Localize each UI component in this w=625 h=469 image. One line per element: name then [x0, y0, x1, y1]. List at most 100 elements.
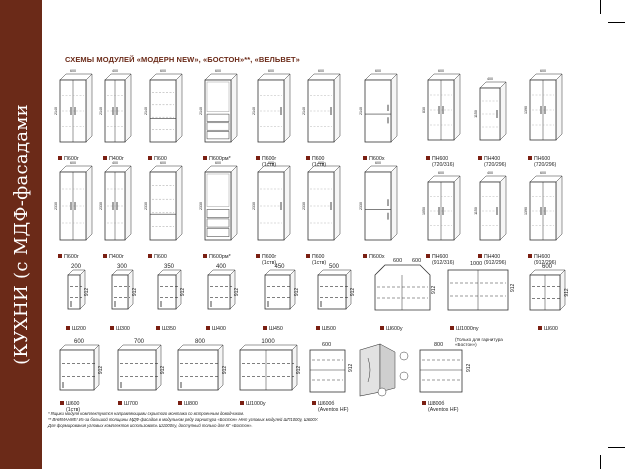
svg-text:300: 300 [117, 264, 128, 270]
row2-label-5: П600г(1ств) [256, 254, 276, 266]
svg-text:600: 600 [70, 69, 76, 73]
svg-text:912: 912 [348, 363, 354, 372]
svg-text:600: 600 [375, 69, 381, 73]
footnote-3: Для формирования угловых комплектов испо… [48, 423, 253, 428]
svg-text:600: 600 [393, 258, 402, 264]
svg-text:П600г: П600г [64, 156, 79, 162]
svg-text:П600х: П600х [369, 254, 385, 260]
crop-mark [608, 447, 625, 448]
row3-label-8: Ш1000пу [450, 326, 479, 332]
svg-text:Ш700: Ш700 [124, 401, 138, 407]
cabinet-sh600b [309, 343, 409, 397]
svg-text:2330: 2330 [99, 202, 103, 210]
cabinet-7: 600 2140 [359, 69, 398, 143]
row2-label-10: ПН600(912/296) [528, 254, 556, 266]
svg-text:ПН400: ПН400 [484, 156, 500, 162]
svg-text:2140: 2140 [144, 107, 148, 115]
row1-label-1: П600г [58, 156, 79, 162]
svg-text:2140: 2140 [359, 107, 363, 115]
row1-label-10: ПН600(720/296) [528, 156, 556, 168]
svg-text:500: 500 [329, 264, 340, 270]
svg-text:600: 600 [160, 161, 166, 165]
row2-label-6: П600(1ств) [306, 254, 326, 266]
svg-text:800: 800 [195, 339, 206, 345]
svg-text:912: 912 [98, 366, 104, 375]
row4-label-4: Ш1000у [240, 401, 266, 407]
svg-text:600: 600 [268, 161, 274, 165]
row4-label-6: Ш800б(Aventos HF) [422, 401, 459, 413]
svg-text:2330: 2330 [199, 202, 203, 210]
svg-text:912: 912 [234, 288, 240, 297]
svg-text:ПН600: ПН600 [432, 254, 448, 260]
row4-label-2: Ш700 [118, 401, 138, 407]
svg-text:600: 600 [268, 69, 274, 73]
svg-text:Ш300: Ш300 [116, 326, 130, 332]
cabinet-3: 600 2140 [144, 69, 183, 143]
svg-text:П600г: П600г [262, 156, 276, 162]
svg-text:Ш200: Ш200 [72, 326, 86, 332]
svg-text:(1ств): (1ств) [312, 260, 326, 266]
svg-text:800: 800 [434, 342, 443, 348]
cabinet-row2-5: 600 2330 [252, 161, 291, 241]
svg-text:П600рм*: П600рм* [209, 254, 232, 260]
svg-text:450: 450 [274, 264, 285, 270]
svg-text:600: 600 [318, 69, 324, 73]
svg-text:П600г: П600г [64, 254, 79, 260]
svg-text:П600: П600 [154, 156, 167, 162]
svg-text:(1ств): (1ств) [262, 162, 276, 168]
svg-text:1050: 1050 [422, 207, 426, 215]
svg-text:600: 600 [438, 69, 444, 73]
row3-label-4: Ш400 [206, 326, 226, 332]
svg-text:600: 600 [438, 171, 444, 175]
svg-text:912: 912 [160, 366, 166, 375]
svg-text:2140: 2140 [99, 107, 103, 115]
svg-text:350: 350 [164, 264, 175, 270]
cabinet-row2-9: 400 1150 [474, 171, 507, 241]
row1-label-3: П600 [148, 156, 167, 162]
svg-text:600: 600 [74, 339, 85, 345]
svg-text:2330: 2330 [252, 202, 256, 210]
row4-cabinet-2: 700 912 [117, 339, 166, 391]
svg-text:400: 400 [112, 161, 118, 165]
svg-text:(1ств): (1ств) [262, 260, 276, 266]
svg-text:2140: 2140 [199, 107, 203, 115]
svg-text:(1ств): (1ств) [312, 162, 326, 168]
svg-text:1150: 1150 [474, 207, 478, 215]
svg-text:Ш350: Ш350 [162, 326, 176, 332]
svg-text:912: 912 [350, 288, 356, 297]
crop-mark [608, 22, 625, 23]
svg-text:912: 912 [296, 366, 302, 375]
row3-label-5: Ш450 [263, 326, 283, 332]
svg-text:(912/296): (912/296) [484, 260, 506, 266]
row4-label-1: Ш600(1ств) [60, 401, 80, 413]
svg-text:П400г: П400г [109, 254, 124, 260]
svg-text:830: 830 [422, 107, 426, 113]
svg-text:П600: П600 [312, 156, 324, 162]
svg-text:1000: 1000 [470, 261, 482, 267]
svg-text:700: 700 [134, 339, 145, 345]
footnote-2: ** ВНИМАНИЕ! Из-за большой толщины МДФ-ф… [48, 417, 319, 422]
svg-text:912: 912 [294, 288, 300, 297]
svg-text:(720/316): (720/316) [432, 162, 454, 168]
row1-label-6: П600(1ств) [306, 156, 326, 168]
side-title-band [0, 0, 42, 469]
svg-text:400: 400 [487, 171, 493, 175]
row2-label-7: П600х [363, 254, 385, 260]
row3-label-3: Ш350 [156, 326, 176, 332]
svg-text:2330: 2330 [302, 202, 306, 210]
svg-text:П600х: П600х [369, 156, 385, 162]
row1-label-8: ПН600(720/316) [426, 156, 454, 168]
row3-label-9: Ш600 [538, 326, 558, 332]
svg-text:(1ств): (1ств) [66, 407, 80, 413]
svg-text:П400г: П400г [109, 156, 124, 162]
svg-text:(Только для гарнитура: (Только для гарнитура [455, 337, 503, 342]
svg-text:600: 600 [160, 69, 166, 73]
